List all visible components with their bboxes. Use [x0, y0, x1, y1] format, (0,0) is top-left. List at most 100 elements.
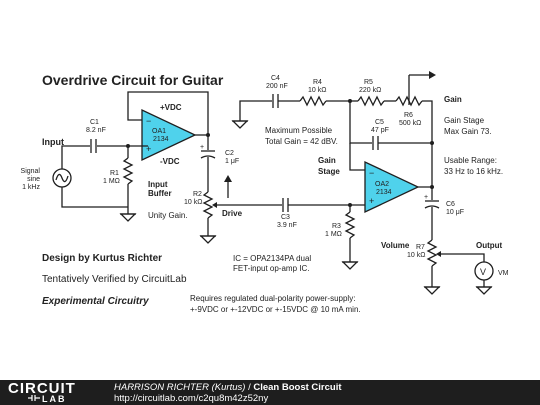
r7-ref: R7	[416, 244, 425, 251]
output-label: Output	[476, 241, 503, 250]
opamp-oa1: − +	[141, 108, 197, 162]
r2-ref: R2	[193, 191, 202, 198]
c3-ref: C3	[281, 214, 290, 221]
input-signal-source: Signal sine 1 kHz	[21, 168, 72, 191]
input-buffer-label-1: Input	[148, 180, 168, 189]
svg-text:+: +	[369, 196, 374, 206]
vm-ref: VM	[498, 270, 509, 277]
gain-note-2: Max Gain 73.	[444, 127, 492, 136]
svg-text:1 kHz: 1 kHz	[22, 184, 40, 191]
c4-ref: C4	[271, 75, 280, 82]
capacitor-c2: +	[200, 144, 216, 192]
r1-value: 1 MΩ	[103, 178, 120, 185]
svg-text:+: +	[424, 194, 428, 201]
drive-label: Drive	[222, 209, 243, 218]
gain-note-1: Gain Stage	[444, 116, 485, 125]
resistor-r3	[344, 205, 356, 262]
input-buffer-label-2: Buffer	[148, 189, 172, 198]
opamp-oa2: − +	[349, 143, 433, 214]
c5-ref: C5	[375, 119, 384, 126]
experimental-note: Experimental Circuitry	[42, 296, 149, 307]
svg-text:−: −	[369, 168, 374, 178]
resistor-r5	[350, 95, 396, 107]
r3-ref: R3	[332, 223, 341, 230]
ground-symbol	[119, 213, 137, 222]
r5-value: 220 kΩ	[359, 87, 381, 94]
designer-note: Design by Kurtus Richter	[42, 253, 162, 264]
ground-symbol	[475, 286, 493, 295]
opamp-ic-note-2: FET-input op-amp IC.	[233, 264, 309, 273]
potentiometer-r2	[202, 175, 282, 236]
r1-ref: R1	[110, 170, 119, 177]
capacitor-c3	[282, 198, 365, 212]
potentiometer-r6	[395, 71, 436, 185]
logo-circuit-icon	[28, 395, 40, 401]
supply-note-1: Requires regulated dual-polarity power-s…	[190, 294, 355, 303]
capacitor-c1	[90, 139, 97, 153]
volume-label: Volume	[381, 241, 410, 250]
oa1-vminus: -VDC	[160, 157, 180, 166]
voltmeter-vm: V	[474, 261, 494, 287]
input-label: Input	[42, 137, 64, 147]
potentiometer-r7	[426, 239, 485, 287]
r4-ref: R4	[313, 79, 322, 86]
capacitor-c6: +	[424, 194, 440, 240]
ground-symbol	[231, 120, 249, 129]
circuitlab-logo[interactable]: CIRCUIT LAB	[8, 381, 92, 404]
gain-stage-label-2: Stage	[318, 167, 340, 176]
footer-separator: /	[245, 382, 254, 393]
oa2-ref: OA2	[375, 181, 389, 188]
r6-value: 500 kΩ	[399, 120, 421, 127]
ground-symbol	[199, 235, 217, 244]
oa1-ref: OA1	[152, 128, 166, 135]
svg-text:−: −	[146, 116, 151, 126]
footer-url[interactable]: http://circuitlab.com/c2qu8m42z52ny	[114, 393, 269, 404]
supply-note-2: +-9VDC or +-12VDC or +-15VDC @ 10 mA min…	[190, 305, 361, 314]
resistor-r1	[122, 157, 134, 214]
usable-range-1: Usable Range:	[444, 156, 497, 165]
c4-value: 200 nF	[266, 83, 288, 90]
input-wires	[61, 145, 148, 208]
c2-value: 1 μF	[225, 158, 239, 165]
svg-text:+: +	[146, 144, 151, 154]
footer-bar: CIRCUIT LAB HARRISON RICHTER (Kurtus) / …	[0, 380, 540, 405]
usable-range-2: 33 Hz to 16 kHz.	[444, 167, 503, 176]
logo-text-bottom: LAB	[42, 394, 67, 404]
gain-stage-label-1: Gain	[318, 156, 336, 165]
junction-dot	[206, 133, 210, 137]
max-gain-note-1: Maximum Possible	[265, 126, 333, 135]
oa1-vplus: +VDC	[160, 103, 182, 112]
oa1-part: 2134	[153, 136, 169, 143]
max-gain-note-2: Total Gain = 42 dBV.	[265, 137, 338, 146]
junction-dot	[348, 203, 352, 207]
footer-author[interactable]: HARRISON RICHTER (Kurtus)	[114, 382, 246, 393]
logo-text-top: CIRCUIT	[8, 380, 76, 397]
junction-dot	[126, 144, 130, 148]
oa1-feedback-wire	[127, 91, 209, 150]
r3-value: 1 MΩ	[325, 231, 342, 238]
oa2-part: 2134	[376, 189, 392, 196]
r4-value: 10 kΩ	[308, 87, 326, 94]
c6-value: 10 μF	[446, 209, 464, 216]
c1-value: 8.2 nF	[86, 127, 106, 134]
r2-value: 10 kΩ	[184, 199, 202, 206]
unity-gain-note: Unity Gain.	[148, 211, 188, 220]
footer-circuit-title[interactable]: Clean Boost Circuit	[253, 382, 342, 393]
ground-symbol	[423, 286, 441, 295]
c2-ref: C2	[225, 150, 234, 157]
c6-ref: C6	[446, 201, 455, 208]
c1-ref: C1	[90, 119, 99, 126]
junction-dot	[430, 185, 434, 189]
c5-value: 47 pF	[371, 127, 389, 134]
c3-value: 3.9 nF	[277, 222, 297, 229]
r7-value: 10 kΩ	[407, 252, 425, 259]
svg-text:+: +	[200, 144, 204, 151]
r6-ref: R6	[404, 112, 413, 119]
resistor-r4	[299, 95, 350, 107]
svg-text:Signal: Signal	[21, 168, 41, 175]
verified-note: Tentatively Verified by CircuitLab	[42, 274, 187, 285]
opamp-ic-note-1: IC = OPA2134PA dual	[233, 254, 311, 263]
schematic-title: Overdrive Circuit for Guitar	[42, 72, 224, 88]
schematic-canvas: Overdrive Circuit for Guitar Signal sine…	[21, 71, 509, 314]
gain-label: Gain	[444, 95, 462, 104]
